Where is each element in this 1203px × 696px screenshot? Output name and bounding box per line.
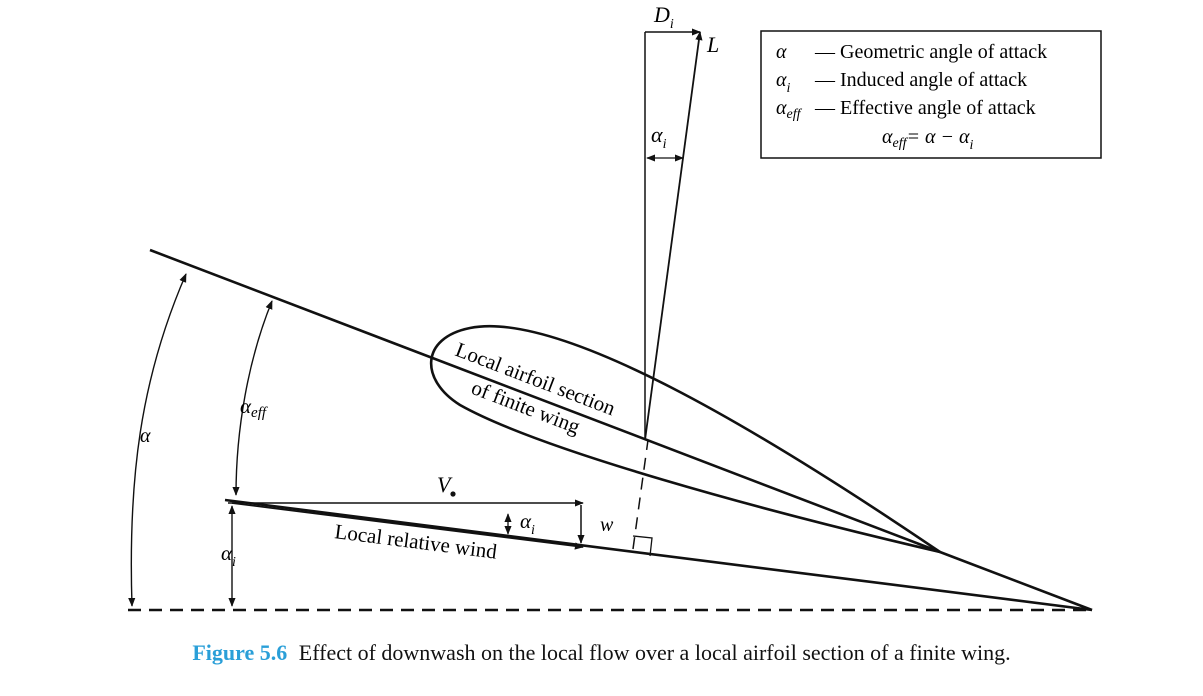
lift-label: L — [706, 32, 719, 57]
relative-wind-arrow — [231, 502, 584, 550]
freestream-dot — [450, 491, 456, 497]
alpha-i-mid-label: αi — [520, 509, 535, 538]
chord-extension — [939, 550, 1093, 612]
legend-row-alpha-i: αi — Induced angle of attack — [776, 69, 1027, 96]
chord-line — [149, 248, 941, 554]
figure-caption-text: Effect of downwash on the local flow ove… — [298, 640, 1011, 665]
svg-text:— Effective angle of attack: — Effective angle of attack — [814, 97, 1036, 119]
freestream-label: V — [437, 472, 453, 497]
alpha-label: α — [140, 425, 151, 447]
svg-text:αi: αi — [776, 69, 791, 96]
alpha-i-left-label: αi — [221, 541, 236, 570]
svg-text:αeff: αeff — [776, 97, 803, 122]
svg-text:— Induced angle of attack: — Induced angle of attack — [814, 69, 1027, 91]
legend-box: α — Geometric angle of attack αi — Induc… — [760, 30, 1102, 159]
alpha-eff-label: αeff — [240, 394, 268, 421]
figure-number: Figure 5.6 — [192, 640, 288, 665]
downwash-label: w — [600, 514, 614, 536]
alpha-eff-arc — [232, 300, 273, 496]
drag-label: Di — [653, 2, 674, 32]
airfoil-outline — [429, 324, 941, 554]
alpha-arc — [128, 273, 187, 607]
right-angle-mark — [632, 535, 653, 557]
legend-row-alpha-eff: αeff — Effective angle of attack — [776, 97, 1036, 122]
relative-wind-line — [224, 498, 1093, 612]
figure-caption: Figure 5.6 Effect of downwash on the loc… — [0, 640, 1203, 666]
alpha-i-top-label: αi — [651, 122, 667, 152]
legend-row-alpha: α — Geometric angle of attack — [776, 41, 1047, 63]
lift-vector — [644, 31, 703, 441]
downwash-diagram: Di L αi α αeff αi αi V w Local airfoil s… — [128, 2, 1102, 612]
svg-text:— Geometric angle of attack: — Geometric angle of attack — [814, 41, 1047, 63]
perpendicular-dashed — [632, 439, 649, 550]
legend-equation: αeff= α − αi — [882, 126, 974, 153]
svg-text:α: α — [776, 41, 787, 63]
